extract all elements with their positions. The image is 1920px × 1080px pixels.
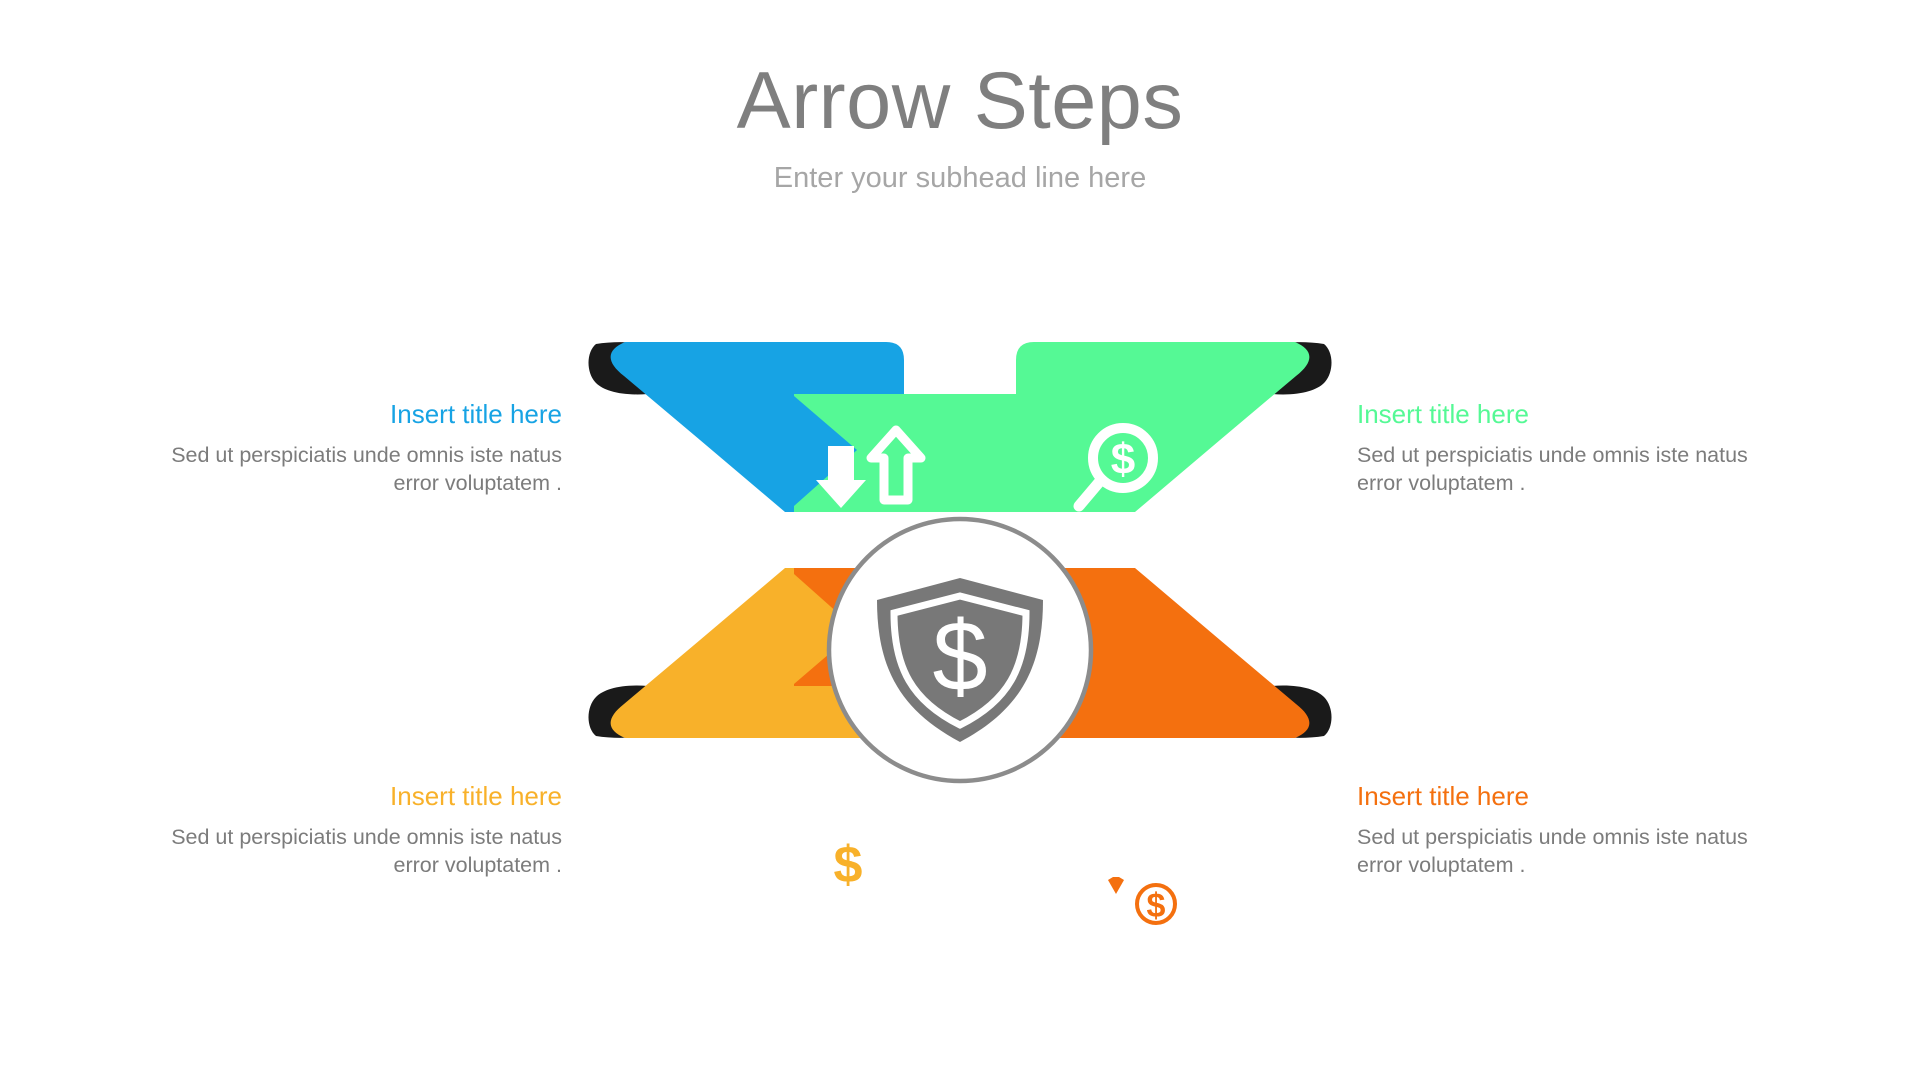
arrow-shape-step-4[interactable]: [794, 568, 1332, 738]
step-body-2: Sed ut perspiciatis unde omnis iste natu…: [1357, 442, 1748, 496]
step-text-block-2: Insert title here Sed ut perspiciatis un…: [1357, 398, 1787, 498]
page-subtitle: Enter your subhead line here: [773, 162, 1147, 195]
step-title-4: Insert title here: [1357, 781, 1529, 811]
lightbulb-dollar-icon: $: [810, 828, 886, 940]
step-text-block-3: Insert title here Sed ut perspiciatis un…: [132, 780, 562, 880]
magnifier-dollar-icon: $: [1073, 423, 1158, 512]
center-emblem[interactable]: $: [826, 516, 1094, 784]
center-circle-ring: [826, 516, 1094, 784]
svg-text:$: $: [1147, 887, 1166, 925]
step-text-block-4: Insert title here Sed ut perspiciatis un…: [1357, 780, 1787, 880]
step-title-3: Insert title here: [390, 781, 562, 811]
shield-dollar-icon: $: [877, 578, 1043, 742]
businessman-dollar-icon: $: [1080, 830, 1181, 929]
up-down-arrows-icon: [816, 425, 926, 508]
slide-header: Arrow Steps Enter your subhead line here: [0, 56, 1920, 196]
arrow-shape-step-3[interactable]: [588, 568, 1127, 738]
svg-text:$: $: [834, 836, 863, 894]
step-body-3: Sed ut perspiciatis unde omnis iste natu…: [171, 824, 562, 878]
step-text-block-1: Insert title here Sed ut perspiciatis un…: [132, 398, 562, 498]
step-title-1: Insert title here: [390, 399, 562, 429]
step-body-1: Sed ut perspiciatis unde omnis iste natu…: [171, 442, 562, 496]
svg-text:$: $: [1111, 435, 1135, 484]
arrow-shape-step-1[interactable]: [588, 342, 1127, 512]
step-body-4: Sed ut perspiciatis unde omnis iste natu…: [1357, 824, 1748, 878]
step-title-2: Insert title here: [1357, 399, 1529, 429]
svg-text:$: $: [932, 600, 987, 711]
page-title: Arrow Steps: [736, 56, 1184, 146]
arrow-shape-step-2[interactable]: [794, 342, 1332, 512]
